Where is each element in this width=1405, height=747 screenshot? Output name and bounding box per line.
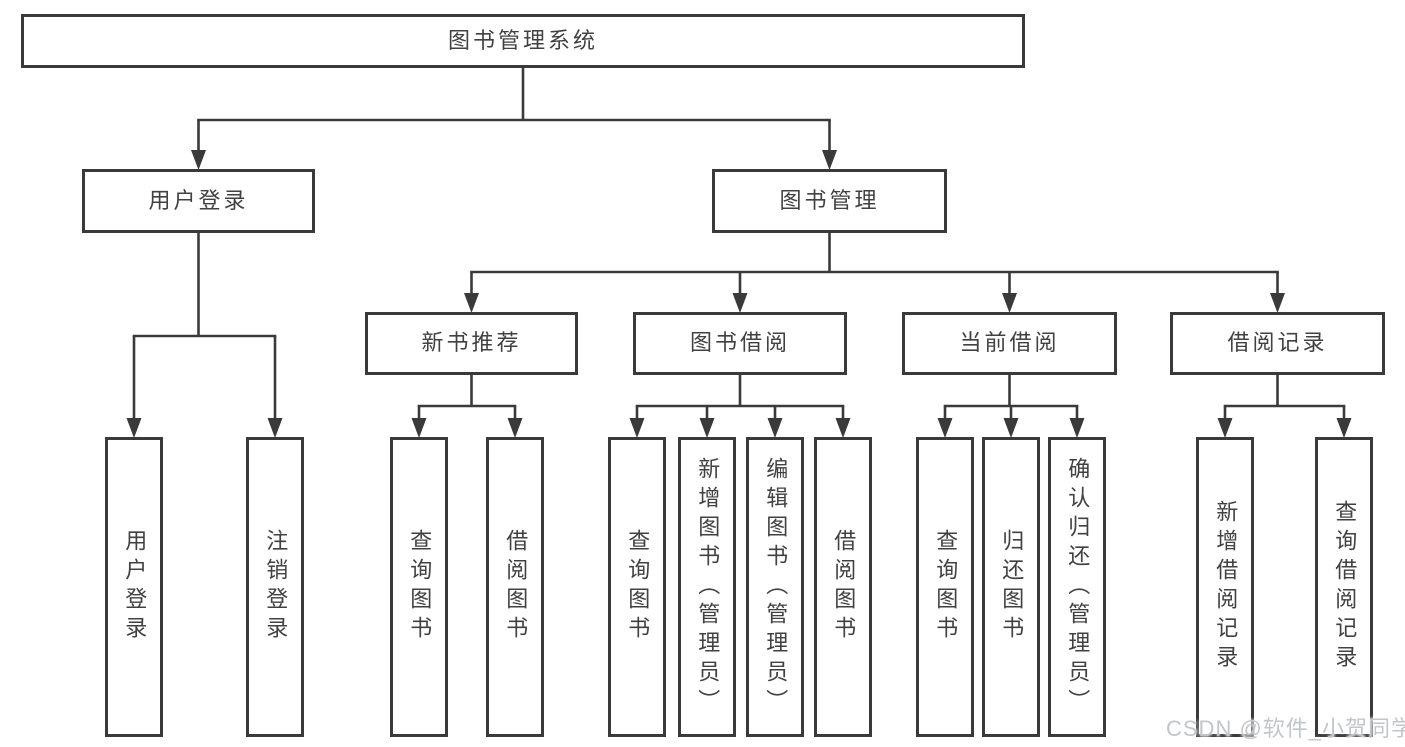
node-root: 图书管理系统 — [21, 14, 1025, 68]
connector-root — [191, 68, 837, 170]
connector-book-mgmt — [464, 233, 1285, 313]
connector-new-book-rec — [411, 375, 523, 438]
node-leaf-user-login: 用户登录 — [105, 437, 163, 737]
node-leaf-query-record: 查询借阅记录 — [1315, 437, 1373, 737]
node-user-login: 用户登录 — [82, 169, 315, 233]
node-leaf-borrow-book-rec: 借阅图书 — [486, 437, 544, 737]
node-new-book-rec: 新书推荐 — [365, 312, 578, 375]
node-leaf-add-record: 新增借阅记录 — [1196, 437, 1254, 737]
connector-book-borrow — [629, 375, 851, 438]
node-leaf-query-book-borrow: 查询图书 — [608, 437, 666, 737]
node-current-borrow: 当前借阅 — [902, 312, 1117, 375]
node-leaf-borrow-book: 借阅图书 — [814, 437, 872, 737]
node-leaf-query-book-current: 查询图书 — [916, 437, 974, 737]
node-leaf-return-book: 归还图书 — [982, 437, 1040, 737]
node-leaf-confirm-return: 确认归还（管理员） — [1048, 437, 1106, 737]
node-leaf-logout: 注销登录 — [246, 437, 304, 737]
node-book-mgmt: 图书管理 — [712, 169, 947, 233]
connector-user-login — [126, 233, 283, 438]
watermark: CSDN @软件_小贺同学 — [1166, 716, 1405, 741]
node-book-borrow: 图书借阅 — [633, 312, 847, 375]
connector-borrow-records — [1217, 375, 1352, 438]
node-leaf-edit-book: 编辑图书（管理员） — [746, 437, 804, 737]
node-borrow-records: 借阅记录 — [1170, 312, 1385, 375]
connector-current-borrow — [937, 375, 1085, 438]
node-leaf-query-book-rec: 查询图书 — [390, 437, 448, 737]
node-leaf-add-book: 新增图书（管理员） — [678, 437, 736, 737]
